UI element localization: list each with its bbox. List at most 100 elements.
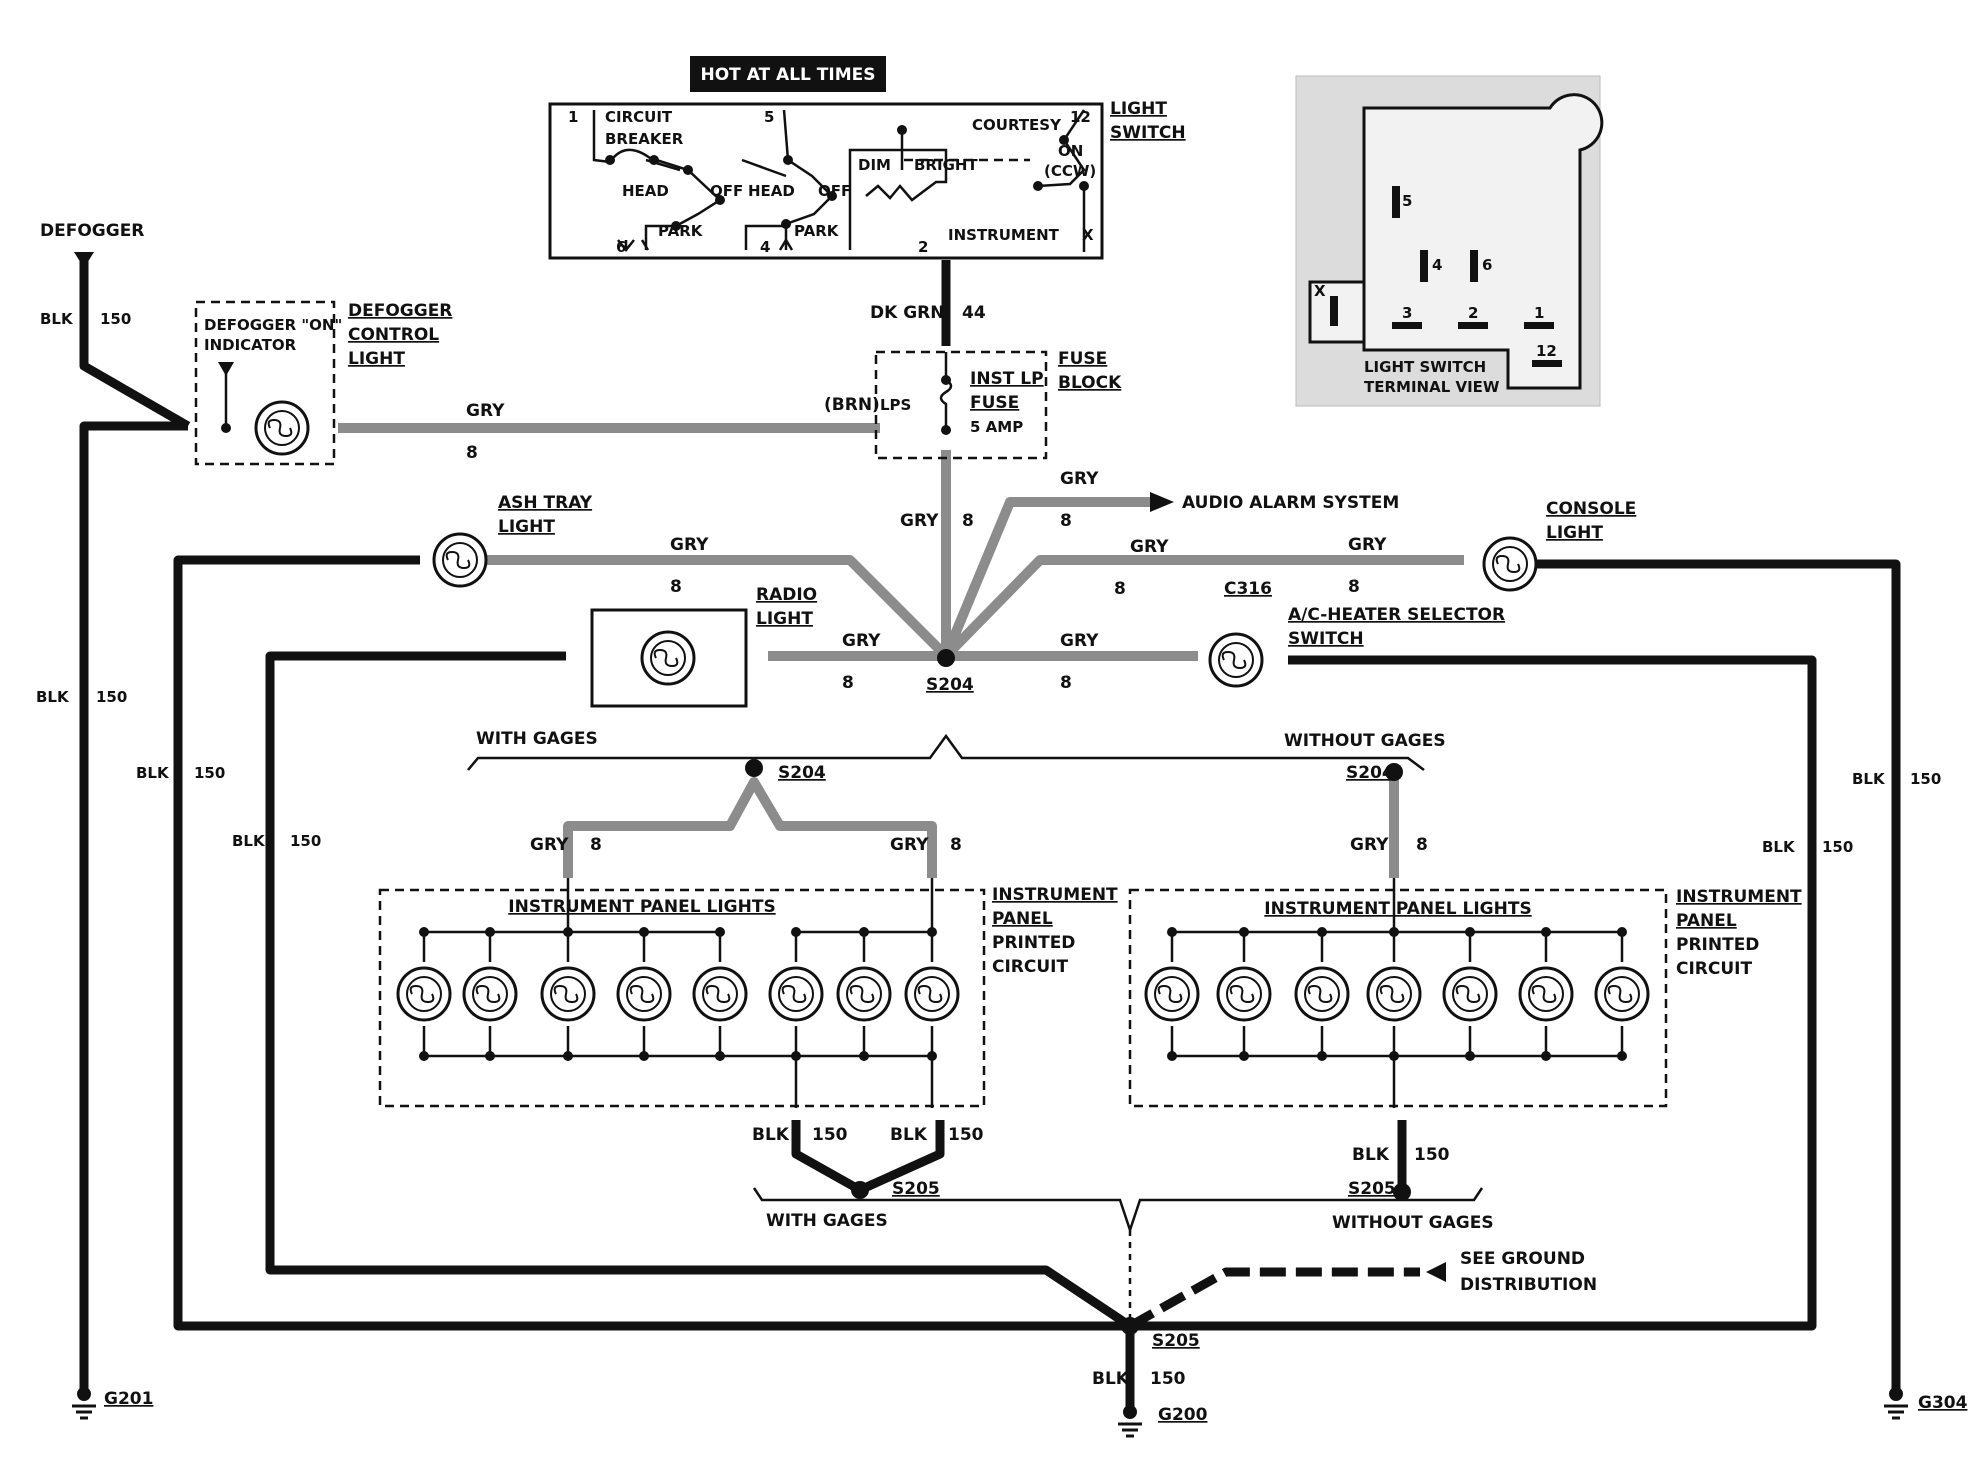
svg-text:FUSE: FUSE	[1058, 349, 1107, 369]
defogger-control-light: DEFOGGER "ON" INDICATOR DEFOGGER CONTROL…	[194, 300, 452, 466]
svg-text:INSTRUMENT: INSTRUMENT	[1676, 887, 1802, 907]
svg-text:CIRCUIT: CIRCUIT	[1676, 959, 1752, 979]
svg-text:GRY: GRY	[1130, 537, 1169, 557]
svg-text:WITHOUT GAGES: WITHOUT GAGES	[1284, 731, 1446, 751]
svg-text:PRINTED: PRINTED	[992, 933, 1075, 953]
svg-text:X: X	[1314, 282, 1326, 300]
svg-text:BLK: BLK	[1762, 838, 1796, 856]
svg-text:PANEL: PANEL	[1676, 911, 1737, 931]
svg-text:INSTRUMENT: INSTRUMENT	[992, 885, 1118, 905]
svg-text:S205: S205	[892, 1179, 940, 1199]
svg-text:S204: S204	[1346, 763, 1394, 783]
svg-text:8: 8	[950, 835, 962, 855]
svg-text:BLK: BLK	[1092, 1369, 1130, 1389]
svg-text:150: 150	[948, 1125, 984, 1145]
svg-text:BLK: BLK	[752, 1125, 790, 1145]
svg-text:44: 44	[962, 303, 986, 323]
svg-text:HEAD: HEAD	[748, 182, 795, 200]
svg-text:SWITCH: SWITCH	[1288, 629, 1364, 649]
svg-text:HEAD: HEAD	[622, 182, 669, 200]
svg-text:GRY: GRY	[842, 631, 881, 651]
svg-text:8: 8	[1114, 579, 1126, 599]
svg-text:DISTRIBUTION: DISTRIBUTION	[1460, 1275, 1597, 1295]
svg-text:FUSE: FUSE	[970, 393, 1019, 413]
instrument-panel-bulb	[692, 966, 748, 1022]
svg-text:DEFOGGER "ON": DEFOGGER "ON"	[204, 316, 342, 334]
svg-text:BLK: BLK	[890, 1125, 928, 1145]
svg-text:GRY: GRY	[1348, 535, 1387, 555]
svg-text:150: 150	[194, 764, 225, 782]
defogger-input: DEFOGGER BLK 150	[40, 221, 144, 328]
audio-alarm-label: AUDIO ALARM SYSTEM	[1182, 493, 1399, 513]
svg-text:SWITCH: SWITCH	[1110, 123, 1186, 143]
instrument-panel-bulb	[1366, 966, 1422, 1022]
svg-text:8: 8	[1060, 673, 1072, 693]
svg-text:PRINTED: PRINTED	[1676, 935, 1759, 955]
svg-text:BLK: BLK	[232, 832, 266, 850]
c316-connector: C316	[1224, 579, 1272, 599]
svg-text:CONSOLE: CONSOLE	[1546, 499, 1636, 519]
svg-text:SEE GROUND: SEE GROUND	[1460, 1249, 1585, 1269]
svg-text:BLK: BLK	[40, 310, 74, 328]
svg-text:S204: S204	[926, 675, 974, 695]
svg-text:8: 8	[590, 835, 602, 855]
svg-text:WITH GAGES: WITH GAGES	[476, 729, 598, 749]
svg-text:BLOCK: BLOCK	[1058, 373, 1122, 393]
svg-text:RADIO: RADIO	[756, 585, 817, 605]
svg-text:ASH TRAY: ASH TRAY	[498, 493, 593, 513]
svg-text:8: 8	[1416, 835, 1428, 855]
svg-text:CONTROL: CONTROL	[348, 325, 439, 345]
svg-text:WITH GAGES: WITH GAGES	[766, 1211, 888, 1231]
instrument-panel-bulb	[768, 966, 824, 1022]
ground-g201: G201	[70, 1387, 153, 1420]
svg-text:150: 150	[100, 310, 131, 328]
svg-text:LIGHT: LIGHT	[348, 349, 405, 369]
svg-text:GRY: GRY	[1060, 631, 1099, 651]
svg-text:LIGHT SWITCH: LIGHT SWITCH	[1364, 358, 1486, 376]
svg-text:2: 2	[1468, 304, 1478, 322]
svg-text:5: 5	[764, 108, 774, 126]
svg-text:OFF: OFF	[710, 182, 743, 200]
svg-text:12: 12	[1536, 342, 1557, 360]
gages-bracket	[467, 733, 1425, 771]
svg-text:GRY: GRY	[1060, 469, 1099, 489]
svg-text:GRY: GRY	[670, 535, 709, 555]
svg-text:5 AMP: 5 AMP	[970, 418, 1023, 436]
svg-text:6: 6	[616, 238, 626, 256]
svg-text:8: 8	[670, 577, 682, 597]
light-switch-title: LIGHT	[1110, 99, 1167, 119]
svg-text:150: 150	[1822, 838, 1853, 856]
svg-text:BLK: BLK	[1352, 1145, 1390, 1165]
svg-text:8: 8	[1060, 511, 1072, 531]
instrument-panel-bulb	[1442, 966, 1498, 1022]
s204-splice	[937, 649, 955, 667]
audio-alarm-arrow	[1150, 492, 1174, 512]
ac-heater-selector-light: A/C-HEATER SELECTOR SWITCH	[1208, 605, 1505, 688]
instrument-panel-bulb	[462, 966, 518, 1022]
svg-text:LIGHT: LIGHT	[1546, 523, 1603, 543]
hot-at-all-times-banner: HOT AT ALL TIMES	[690, 56, 886, 92]
instrument-panel-bulb	[1144, 966, 1200, 1022]
svg-text:PANEL: PANEL	[992, 909, 1053, 929]
svg-text:150: 150	[96, 688, 127, 706]
console-light: CONSOLE LIGHT	[1482, 499, 1636, 592]
svg-text:DEFOGGER: DEFOGGER	[348, 301, 452, 321]
svg-text:150: 150	[1414, 1145, 1450, 1165]
svg-text:5: 5	[1402, 192, 1412, 210]
svg-text:150: 150	[290, 832, 321, 850]
svg-text:GRY: GRY	[530, 835, 569, 855]
instrument-panel-bulb	[1294, 966, 1350, 1022]
svg-text:6: 6	[1482, 256, 1492, 274]
svg-text:1: 1	[568, 108, 578, 126]
svg-text:INST LP: INST LP	[970, 369, 1044, 389]
svg-text:GRY: GRY	[900, 511, 939, 531]
svg-text:DIM: DIM	[858, 156, 891, 174]
svg-text:DEFOGGER: DEFOGGER	[40, 221, 144, 241]
svg-text:8: 8	[842, 673, 854, 693]
svg-text:150: 150	[1910, 770, 1941, 788]
svg-text:S205: S205	[1348, 1179, 1396, 1199]
svg-text:150: 150	[1150, 1369, 1186, 1389]
instrument-panel-bulb	[616, 966, 672, 1022]
svg-text:LPS: LPS	[880, 396, 911, 414]
